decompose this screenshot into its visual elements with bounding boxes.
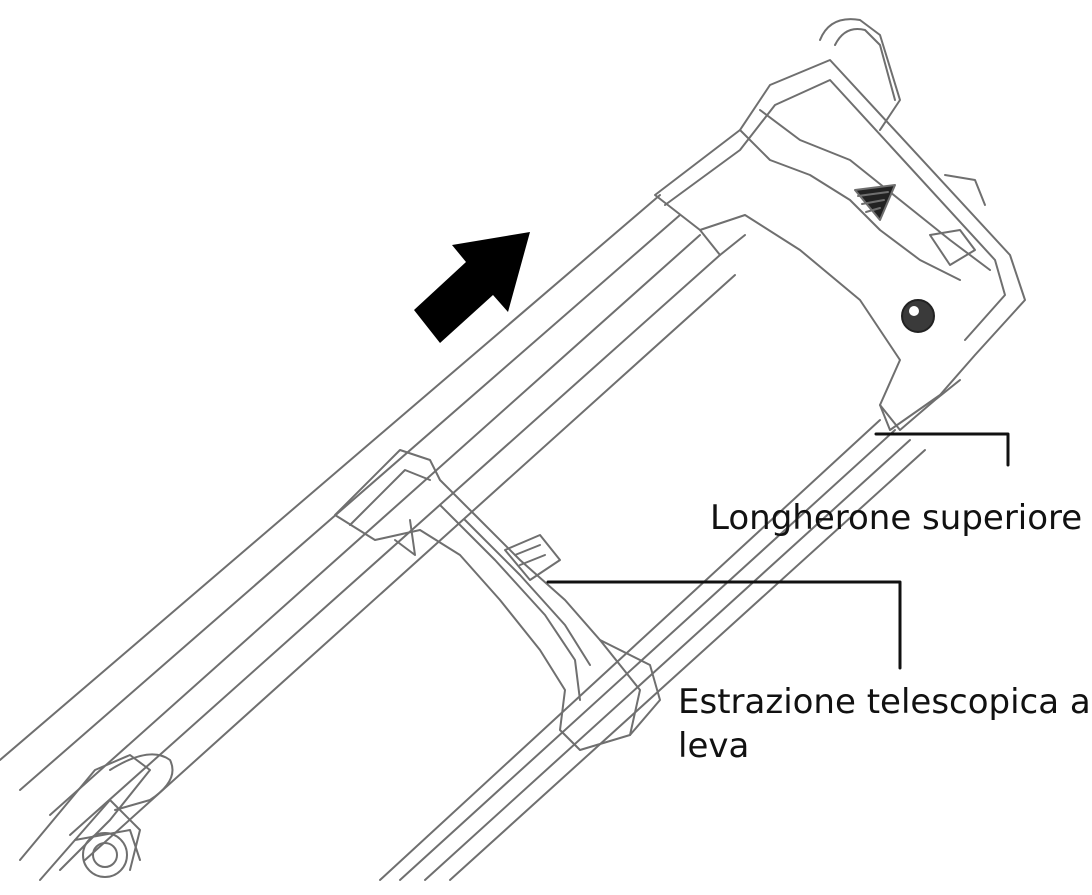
top-handle-assembly xyxy=(654,18,1026,431)
callout-label-lever-line1: Estrazione telescopica a xyxy=(678,682,1091,722)
middle-lever-block xyxy=(334,449,661,751)
lower-housing xyxy=(19,753,174,881)
callout-label-lever-line2: leva xyxy=(678,726,750,767)
left-telescopic-tube xyxy=(0,194,736,861)
callout-mid-leader xyxy=(546,580,902,670)
arrow-up-right-icon xyxy=(414,232,530,343)
callout-label-lever-extension: Estrazione telescopica a leva xyxy=(678,680,1091,768)
callout-top-leader xyxy=(874,432,1010,467)
right-telescopic-tube xyxy=(379,419,926,881)
callout-label-top-rail: Longherone superiore xyxy=(710,498,1083,538)
